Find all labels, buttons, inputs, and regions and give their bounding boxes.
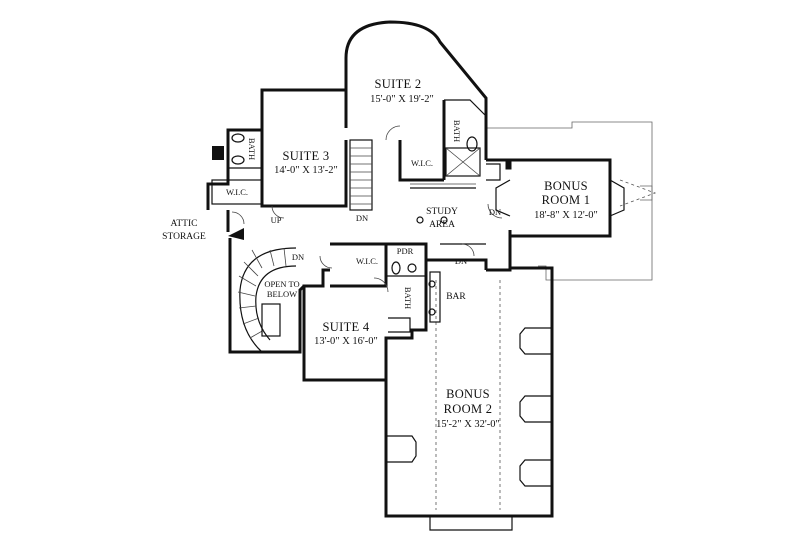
attic-line2: STORAGE xyxy=(162,232,206,242)
suite2-name: SUITE 2 xyxy=(375,77,422,91)
door-swings xyxy=(231,125,503,293)
suite2-dims: 15'-0" X 19'-2" xyxy=(370,94,434,105)
suite4-name: SUITE 4 xyxy=(323,320,370,334)
bonus1-dims: 18'-8" X 12'-0" xyxy=(534,210,598,221)
bay-windows-bonus2 xyxy=(386,280,552,531)
wic-label-suite4: W.I.C. xyxy=(356,256,378,266)
attic-line1: ATTIC xyxy=(171,219,198,229)
bonus1-name-line2: ROOM 1 xyxy=(542,193,591,207)
dn-label-stair: DN xyxy=(356,213,368,223)
bay-bonus1 xyxy=(495,179,625,217)
bonus2-dims: 15'-2" X 32'-0" xyxy=(436,419,500,430)
suite3-name: SUITE 3 xyxy=(283,149,330,163)
bonus2-name-line1: BONUS xyxy=(446,387,490,401)
bath-label-suite4: BATH xyxy=(403,287,413,309)
suite4-dims: 13'-0" X 16'-0" xyxy=(314,336,378,347)
interior-walls xyxy=(211,99,501,333)
suite3-dims: 14'-0" X 13'-2" xyxy=(274,165,338,176)
wic-label-suite2: W.I.C. xyxy=(411,158,433,168)
open-below-line2: BELOW xyxy=(267,289,297,299)
fixtures xyxy=(231,133,478,316)
bath-label-suite2: BATH xyxy=(452,120,462,142)
open-below-line1: OPEN TO xyxy=(264,279,299,289)
dn-label-bonus1: DN xyxy=(489,207,501,217)
study-line1: STUDY xyxy=(426,207,458,217)
bar-label: BAR xyxy=(446,292,466,302)
study-line2: AREA xyxy=(429,220,455,230)
bath-label-suite3: BATH xyxy=(247,138,257,160)
dn-label-curved: DN xyxy=(292,252,304,262)
wic-label-suite3: W.I.C. xyxy=(226,187,248,197)
bonus2-name-line2: ROOM 2 xyxy=(444,402,493,416)
up-label: UP xyxy=(271,215,282,225)
pdr-label: PDR xyxy=(397,246,414,256)
curved-stair xyxy=(237,247,297,353)
bonus1-name-line1: BONUS xyxy=(544,179,588,193)
dn-label-bonus2: DN xyxy=(455,256,467,266)
attic-hatch xyxy=(212,146,244,240)
